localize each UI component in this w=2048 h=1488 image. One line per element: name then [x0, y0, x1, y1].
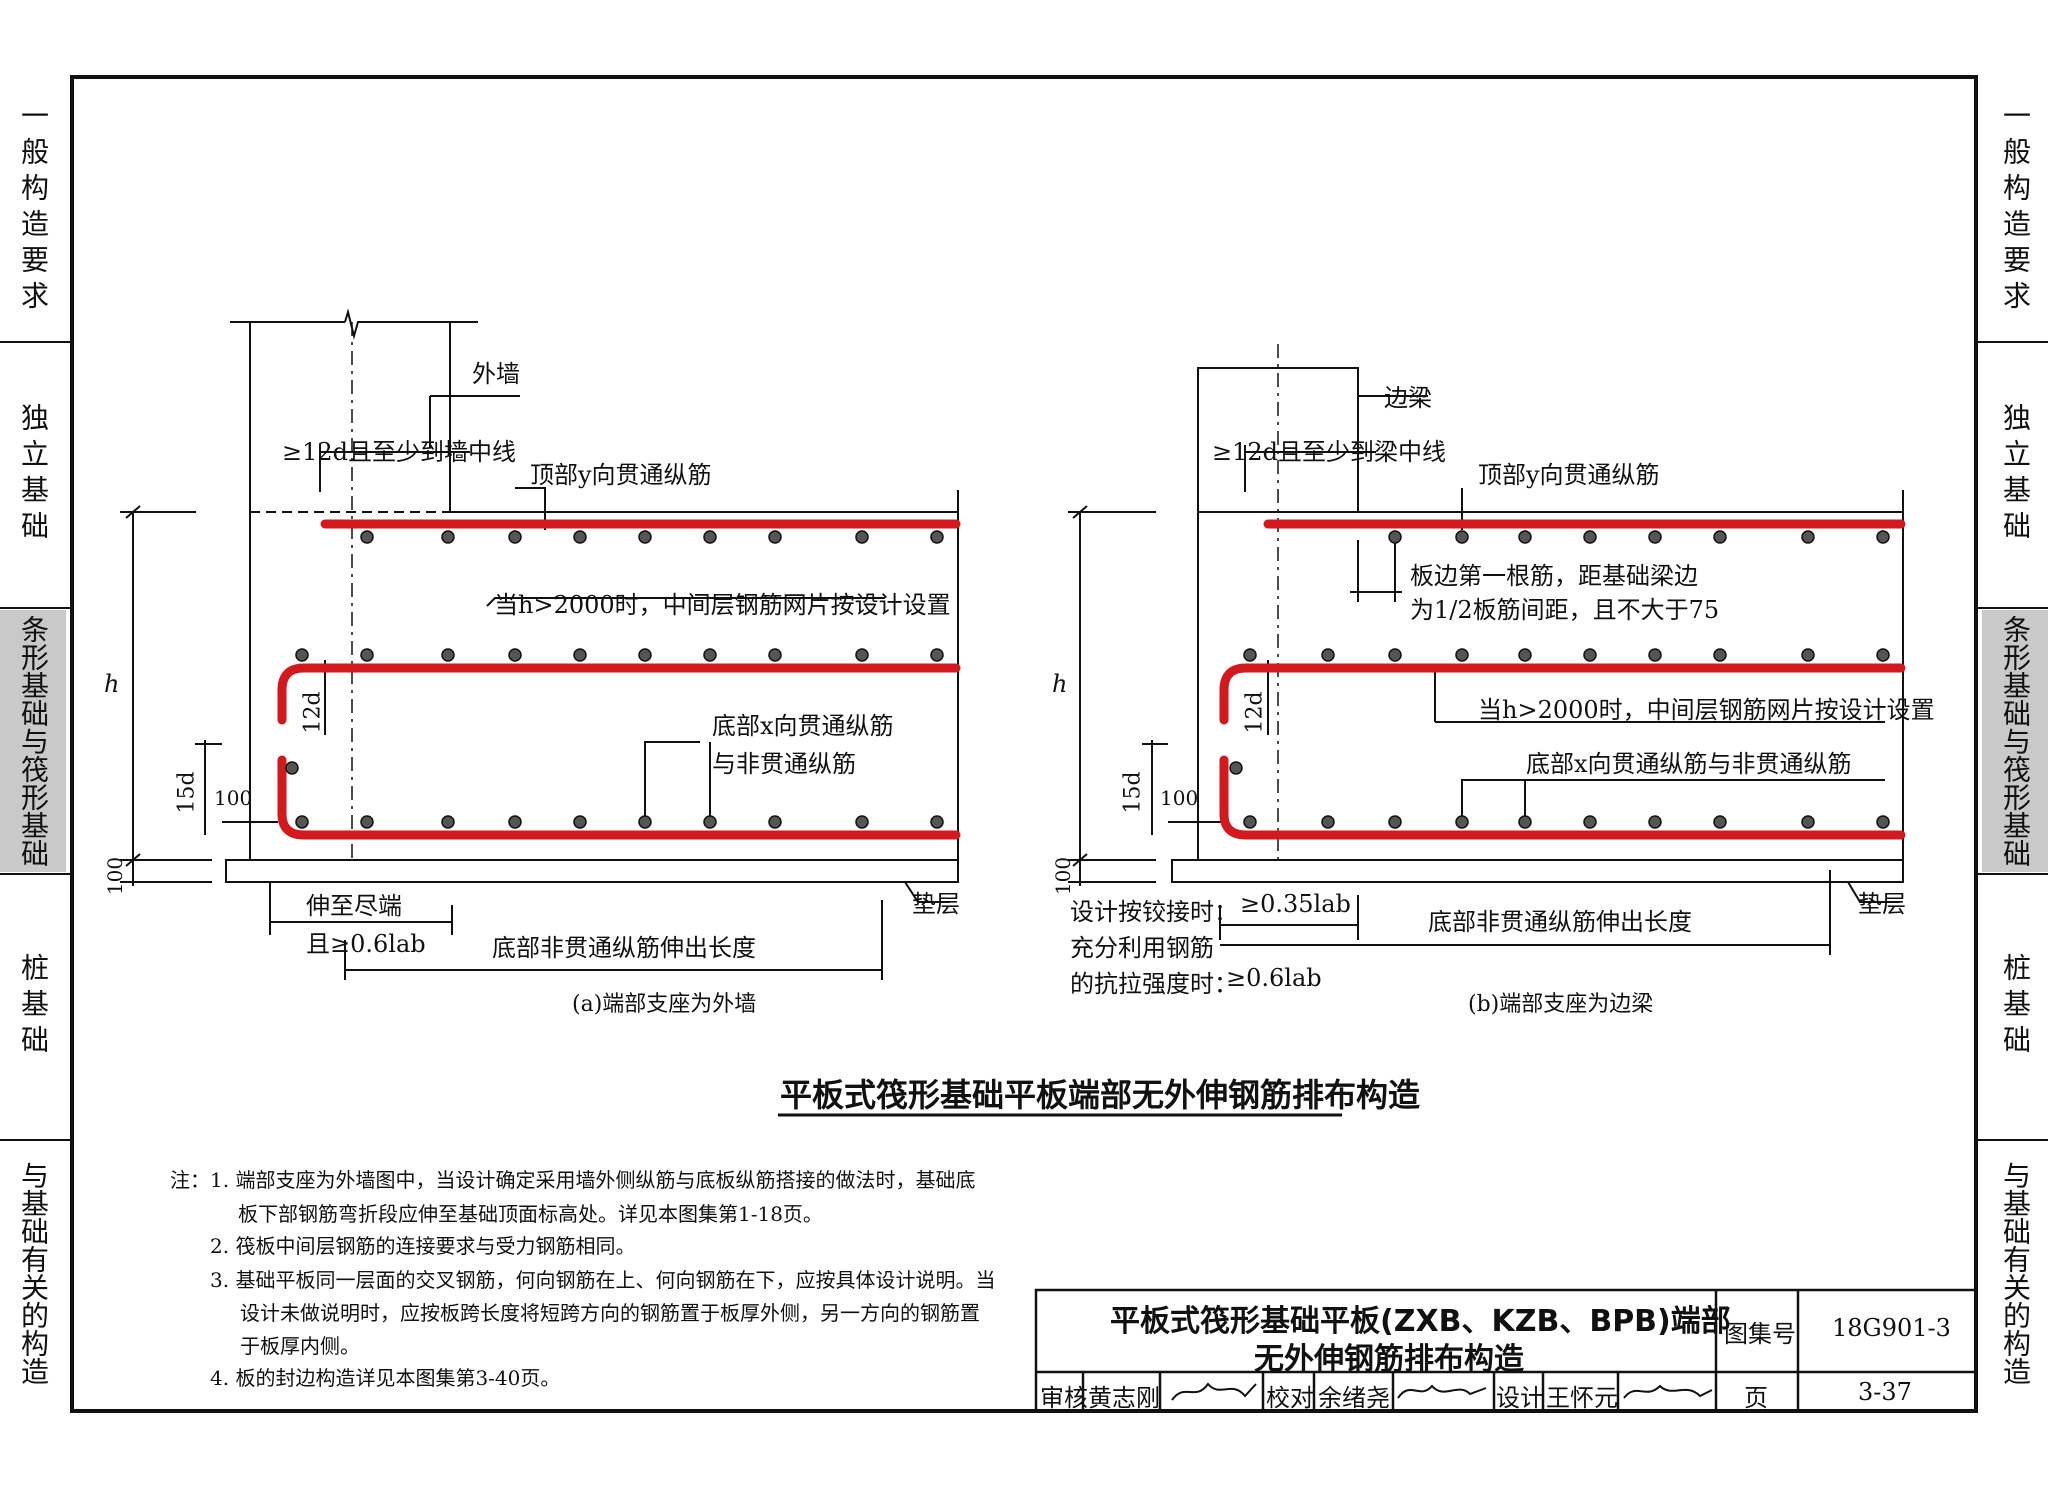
- left-tab-general[interactable]: 一般构造要求: [17, 101, 50, 317]
- bottom-bar-b: [1219, 755, 1906, 840]
- diagram-a: [120, 308, 959, 980]
- caption-a: (a)端部支座为外墙: [572, 992, 757, 1017]
- label-beam-b: 边梁: [1384, 384, 1432, 412]
- title-block-title-2: 无外伸钢筋排布构造: [1254, 1342, 1524, 1377]
- note-line-5: 设计未做说明时，应按板跨长度将短跨方向的钢筋置于板厚外侧，另一方向的钢筋置: [240, 1301, 980, 1325]
- note-line-7: 4. 板的封边构造详见本图集第3-40页。: [210, 1366, 561, 1390]
- review-name: 黄志刚: [1088, 1384, 1160, 1412]
- atlas-number: 18G901-3: [1832, 1314, 1951, 1342]
- right-tab-general[interactable]: 一般构造要求: [1999, 101, 2032, 317]
- right-tab-isolated[interactable]: 独立基础: [1999, 403, 2032, 547]
- dim-100-b-outer: 100: [1051, 856, 1076, 896]
- label-bottom-bar-a-2: 与非贯通纵筋: [712, 750, 856, 778]
- review-label: 审核: [1040, 1384, 1088, 1412]
- label-hinge-b-3: 的抗拉强度时：: [1070, 970, 1238, 998]
- rebar-dots-a: [285, 530, 944, 829]
- main-title: 平板式筏形基础平板端部无外伸钢筋排布构造: [780, 1076, 1421, 1114]
- label-mid-mesh-b: 当h>2000时，中间层钢筋网片按设计设置: [1478, 696, 1935, 724]
- label-top-bar-b: 顶部y向贯通纵筋: [1478, 461, 1660, 489]
- label-first-bar-b-2: 为1/2板筋间距，且不大于75: [1410, 596, 1720, 624]
- atlas-label: 图集号: [1724, 1320, 1796, 1348]
- dim-12d-b-label: 12d: [1242, 691, 1268, 734]
- check-name: 余绪尧: [1318, 1384, 1390, 1412]
- dim-100-a-outer: 100: [103, 856, 128, 896]
- note-line-3: 2. 筏板中间层钢筋的连接要求与受力钢筋相同。: [210, 1234, 636, 1258]
- dim-15d-b-label: 15d: [1120, 771, 1146, 814]
- right-tab-strip-raft[interactable]: 条形基础与筏形基础: [1982, 610, 2048, 872]
- mid-bar-b: [1219, 663, 1906, 725]
- label-bottom-bar-a-1: 底部x向贯通纵筋: [712, 712, 894, 740]
- dim-15d-a-label: 15d: [174, 771, 200, 814]
- signature-review: [1171, 1382, 1257, 1401]
- drawing-frame: [70, 75, 1978, 1413]
- label-cushion-a: 垫层: [912, 890, 960, 918]
- dim-12d-a-label: 12d: [300, 691, 326, 734]
- label-035-b: ≥0.35lab: [1240, 890, 1351, 918]
- title-block-title-1: 平板式筏形基础平板(ZXB、KZB、BPB)端部: [1110, 1304, 1731, 1339]
- tab-separators: [0, 341, 2048, 1141]
- label-first-bar-b-1: 板边第一根筋，距基础梁边: [1410, 562, 1698, 590]
- right-tab-pile[interactable]: 桩基础: [1999, 953, 2032, 1061]
- dim-h-b-label: h: [1052, 670, 1068, 698]
- note-line-1: 注：1. 端部支座为外墙图中，当设计确定采用墙外侧纵筋与底板纵筋搭接的做法时，基…: [170, 1168, 976, 1192]
- label-extend-a-1: 伸至尽端: [306, 892, 402, 920]
- label-anchor-b: ≥12d且至少到梁中线: [1212, 438, 1447, 466]
- cushion-a: [225, 859, 959, 883]
- caption-b: (b)端部支座为边梁: [1468, 992, 1654, 1017]
- signature-design: [1623, 1384, 1713, 1399]
- left-tab-related[interactable]: 与基础有关的构造: [17, 1161, 50, 1385]
- label-cushion-b: 垫层: [1858, 890, 1906, 918]
- note-line-6: 于板厚内侧。: [240, 1334, 360, 1358]
- label-bottom-len-b: 底部非贯通纵筋伸出长度: [1428, 908, 1692, 936]
- right-tab-related[interactable]: 与基础有关的构造: [1999, 1161, 2032, 1385]
- break-symbol-a: [344, 308, 370, 340]
- left-tab-pile[interactable]: 桩基础: [17, 953, 50, 1061]
- signature-check: [1397, 1384, 1487, 1399]
- label-bottom-len-a: 底部非贯通纵筋伸出长度: [492, 934, 756, 962]
- label-anchor-a: ≥12d且至少到墙中线: [282, 438, 517, 466]
- cushion-b: [1171, 859, 1904, 883]
- design-label: 设计: [1496, 1384, 1544, 1412]
- rebar-a: [277, 519, 961, 840]
- label-top-bar-a: 顶部y向贯通纵筋: [530, 461, 712, 489]
- label-hinge-b-1: 设计按铰接时：: [1070, 898, 1238, 926]
- dim-h-a-label: h: [104, 670, 120, 698]
- rebar-dots-b: [1229, 530, 1890, 829]
- page-label: 页: [1744, 1384, 1768, 1412]
- label-hinge-b-2: 充分利用钢筋: [1070, 934, 1214, 962]
- note-line-4: 3. 基础平板同一层面的交叉钢筋，何向钢筋在上、何向钢筋在下，应按具体设计说明。…: [210, 1268, 996, 1292]
- label-bottom-bar-b: 底部x向贯通纵筋与非贯通纵筋: [1526, 750, 1852, 778]
- left-tab-strip-raft[interactable]: 条形基础与筏形基础: [0, 610, 66, 872]
- label-extend-a-2: 且≥0.6lab: [306, 930, 426, 958]
- mid-bar-a: [277, 663, 961, 725]
- left-tab-isolated[interactable]: 独立基础: [17, 403, 50, 547]
- signature-marks: [1171, 1382, 1713, 1401]
- check-label: 校对: [1266, 1384, 1314, 1412]
- bottom-bar-a: [277, 755, 961, 840]
- design-name: 王怀元: [1546, 1384, 1618, 1412]
- dim-100-b-inner: 100: [1160, 786, 1199, 810]
- label-06-b: ≥0.6lab: [1226, 964, 1322, 992]
- title-block-grid: [1034, 1288, 1978, 1413]
- label-wall-a: 外墙: [472, 360, 520, 388]
- label-mid-mesh-a: 当h>2000时，中间层钢筋网片按设计设置: [494, 591, 951, 619]
- note-line-2: 板下部钢筋弯折段应伸至基础顶面标高处。详见本图集第1-18页。: [238, 1202, 823, 1226]
- rebar-b: [1219, 519, 1906, 840]
- page-number: 3-37: [1858, 1378, 1912, 1406]
- diagram-b: [1068, 344, 1904, 955]
- dim-100-a-inner: 100: [214, 786, 253, 810]
